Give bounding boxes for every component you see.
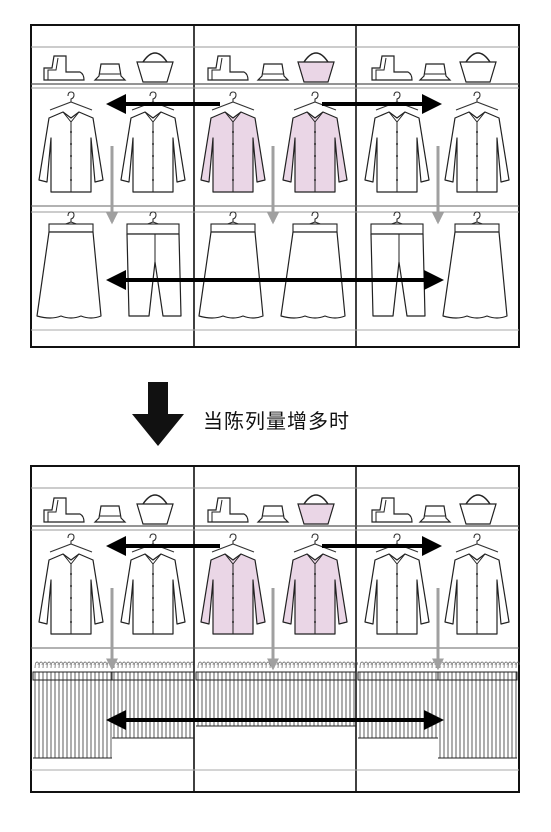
shelf-items-bay-2 [207, 494, 335, 525]
skirt-icon [442, 223, 508, 319]
shirt-icon [120, 553, 186, 635]
wardrobe-outer-frame [30, 24, 520, 348]
hat-icon [419, 63, 451, 81]
handbag-icon [136, 494, 174, 525]
skirt-icon [36, 223, 102, 319]
hanging-bottoms [36, 211, 508, 319]
boot-icon [43, 497, 85, 523]
wardrobe-outer-frame [30, 465, 520, 793]
shirt-icon [38, 553, 104, 635]
shirt-icon [444, 111, 510, 193]
shelf-items-bay-1 [43, 494, 174, 525]
shelf-items-bay-3 [371, 52, 497, 83]
handbag-icon [459, 494, 497, 525]
shirt-icon [120, 111, 186, 193]
shirt-icon [444, 553, 510, 635]
shirt-icon [364, 111, 430, 193]
handbag-icon [136, 52, 174, 83]
boot-icon [371, 55, 413, 81]
wardrobe-before [0, 0, 551, 360]
shirt-icon [282, 553, 348, 635]
handbag-icon [297, 52, 335, 83]
shirt-icon [200, 111, 266, 193]
hat-icon [257, 63, 289, 81]
boot-icon [371, 497, 413, 523]
shirt-icon [364, 553, 430, 635]
caption: 当陈列量增多时 [203, 409, 350, 433]
skirt-icon [198, 223, 264, 319]
dense-garment-rack-icon [32, 661, 520, 759]
boot-icon [43, 55, 85, 81]
boot-icon [207, 497, 249, 523]
boot-icon [207, 55, 249, 81]
handbag-icon [459, 52, 497, 83]
hat-icon [257, 505, 289, 523]
shelf-items-bay-1 [43, 52, 174, 83]
shirt-icon [200, 553, 266, 635]
hat-icon [419, 505, 451, 523]
transition [0, 360, 551, 450]
big-down-arrow-icon [132, 382, 184, 446]
wardrobe-after [0, 450, 551, 832]
shelf-items-bay-3 [371, 494, 497, 525]
pants-icon [370, 223, 426, 317]
pants-icon [126, 223, 182, 317]
skirt-icon [280, 223, 346, 319]
shirt-icon [282, 111, 348, 193]
hat-icon [94, 63, 126, 81]
shelf-items-bay-2 [207, 52, 335, 83]
handbag-icon [297, 494, 335, 525]
shirt-icon [38, 111, 104, 193]
hat-icon [94, 505, 126, 523]
